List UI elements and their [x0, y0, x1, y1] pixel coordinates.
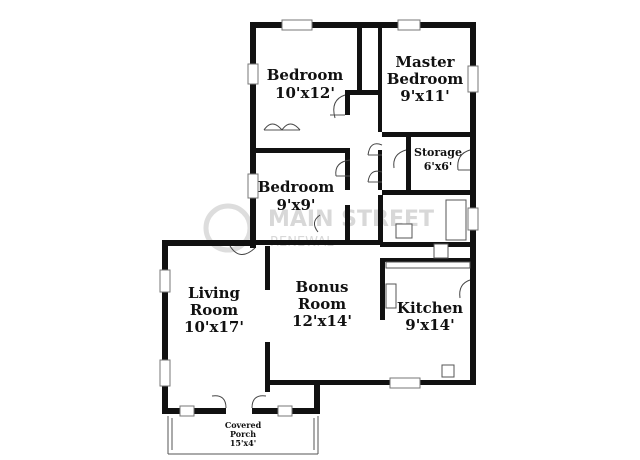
windows	[159, 19, 479, 417]
kitchen-sink	[385, 283, 397, 309]
room-storage: Storage 6'x6'	[414, 146, 462, 173]
room-size: 9'x11'	[400, 87, 449, 105]
room-bedroom-2: Bedroom 9'x9'	[258, 178, 335, 214]
bathtub	[445, 199, 467, 241]
room-name-line2: Room	[190, 301, 238, 319]
room-name: Bedroom	[258, 178, 335, 196]
room-name: Kitchen	[397, 299, 463, 317]
room-size: 10'x12'	[275, 84, 335, 102]
room-size: 15'x4'	[230, 438, 256, 448]
room-name: Bedroom	[267, 66, 344, 84]
room-size: 9'x14'	[405, 316, 454, 334]
room-name-line2: Room	[298, 295, 346, 313]
room-covered-porch: Covered Porch 15'x4'	[225, 420, 262, 448]
room-kitchen: Kitchen 9'x14'	[397, 299, 463, 334]
water-heater	[441, 364, 455, 378]
room-bedroom-1: Bedroom 10'x12'	[267, 66, 344, 102]
room-name-line1: Living	[188, 284, 241, 302]
room-size: 9'x9'	[276, 196, 315, 214]
sink	[395, 223, 413, 239]
room-name-line2: Bedroom	[387, 70, 464, 88]
room-living-room: Living Room 10'x17'	[184, 284, 244, 336]
room-name-line2: Porch	[230, 429, 256, 439]
fixtures	[385, 199, 471, 378]
doors	[211, 94, 471, 409]
room-master-bedroom: Master Bedroom 9'x11'	[387, 53, 464, 105]
room-bonus-room: Bonus Room 12'x14'	[292, 278, 352, 330]
room-name-line1: Covered	[225, 420, 262, 430]
counter	[385, 261, 471, 269]
room-name: Storage	[414, 146, 462, 159]
room-name-line1: Master	[395, 53, 455, 71]
room-size: 6'x6'	[424, 160, 453, 173]
stove	[433, 243, 449, 259]
room-size: 10'x17'	[184, 318, 244, 336]
room-name-line1: Bonus	[296, 278, 349, 296]
covered-porch	[167, 416, 319, 455]
room-size: 12'x14'	[292, 312, 352, 330]
